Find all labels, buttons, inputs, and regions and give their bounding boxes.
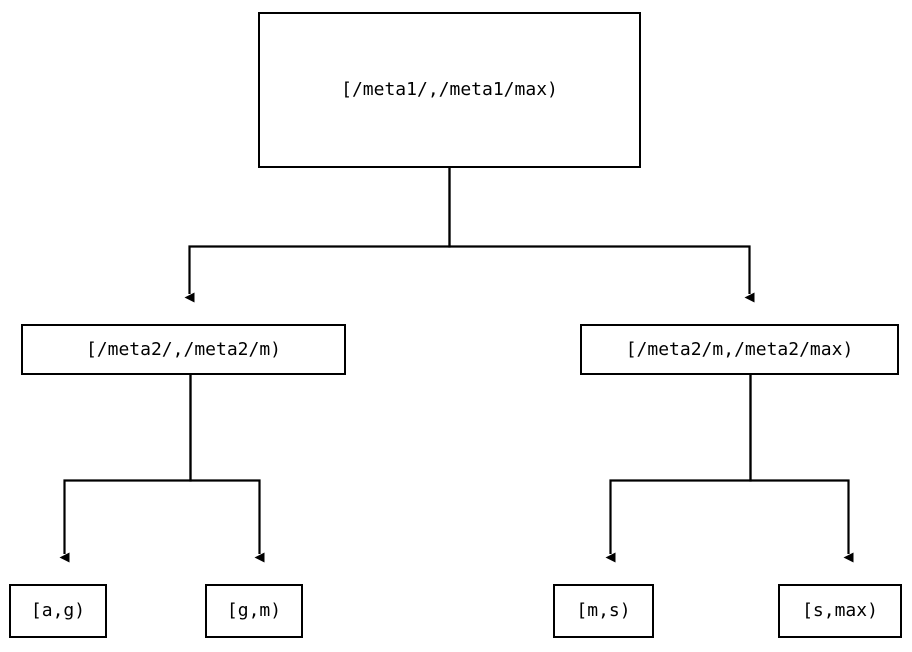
tree-leaf-a-g[interactable]: [a,g) <box>9 584 107 638</box>
edge-high-to-leaf-smax <box>749 375 854 563</box>
edge-root-to-meta2-low <box>184 168 451 303</box>
edge-high-to-leaf-ms <box>605 375 752 563</box>
tree-node-meta2-high[interactable]: [/meta2/m,/meta2/max) <box>580 324 899 375</box>
tree-leaf-g-m[interactable]: [g,m) <box>205 584 303 638</box>
edge-low-to-leaf-ag <box>59 375 192 563</box>
tree-node-root[interactable]: [/meta1/,/meta1/max) <box>258 12 641 168</box>
tree-node-meta2-low-label: [/meta2/,/meta2/m) <box>85 338 282 360</box>
tree-leaf-a-g-label: [a,g) <box>30 600 86 622</box>
tree-leaf-s-max-label: [s,max) <box>802 600 878 622</box>
edge-low-to-leaf-gm <box>189 375 265 563</box>
tree-leaf-m-s[interactable]: [m,s) <box>553 584 654 638</box>
tree-leaf-s-max[interactable]: [s,max) <box>778 584 902 638</box>
tree-leaf-g-m-label: [g,m) <box>226 600 282 622</box>
tree-leaf-m-s-label: [m,s) <box>576 600 631 622</box>
tree-node-meta2-low[interactable]: [/meta2/,/meta2/m) <box>21 324 346 375</box>
edge-root-to-meta2-high <box>448 168 755 303</box>
tree-node-meta2-high-label: [/meta2/m,/meta2/max) <box>625 338 854 360</box>
tree-node-root-label: [/meta1/,/meta1/max) <box>341 79 558 101</box>
